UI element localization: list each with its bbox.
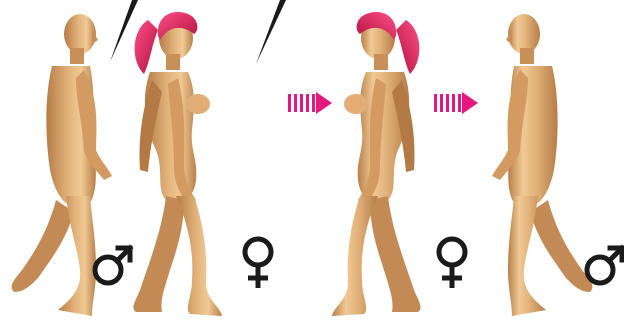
female-figure-left bbox=[133, 12, 222, 316]
male-symbol-icon bbox=[95, 248, 130, 283]
male-symbol-icon bbox=[587, 248, 622, 283]
motion-spike-icon bbox=[110, 0, 138, 62]
female-symbol-icon bbox=[245, 239, 271, 288]
right-arrow-icon bbox=[288, 92, 332, 114]
right-arrow-icon bbox=[434, 92, 478, 114]
motion-spike-icon bbox=[256, 0, 286, 64]
female-symbol-icon bbox=[439, 239, 465, 288]
male-figure-right bbox=[492, 14, 592, 316]
female-figure-right bbox=[332, 12, 421, 316]
